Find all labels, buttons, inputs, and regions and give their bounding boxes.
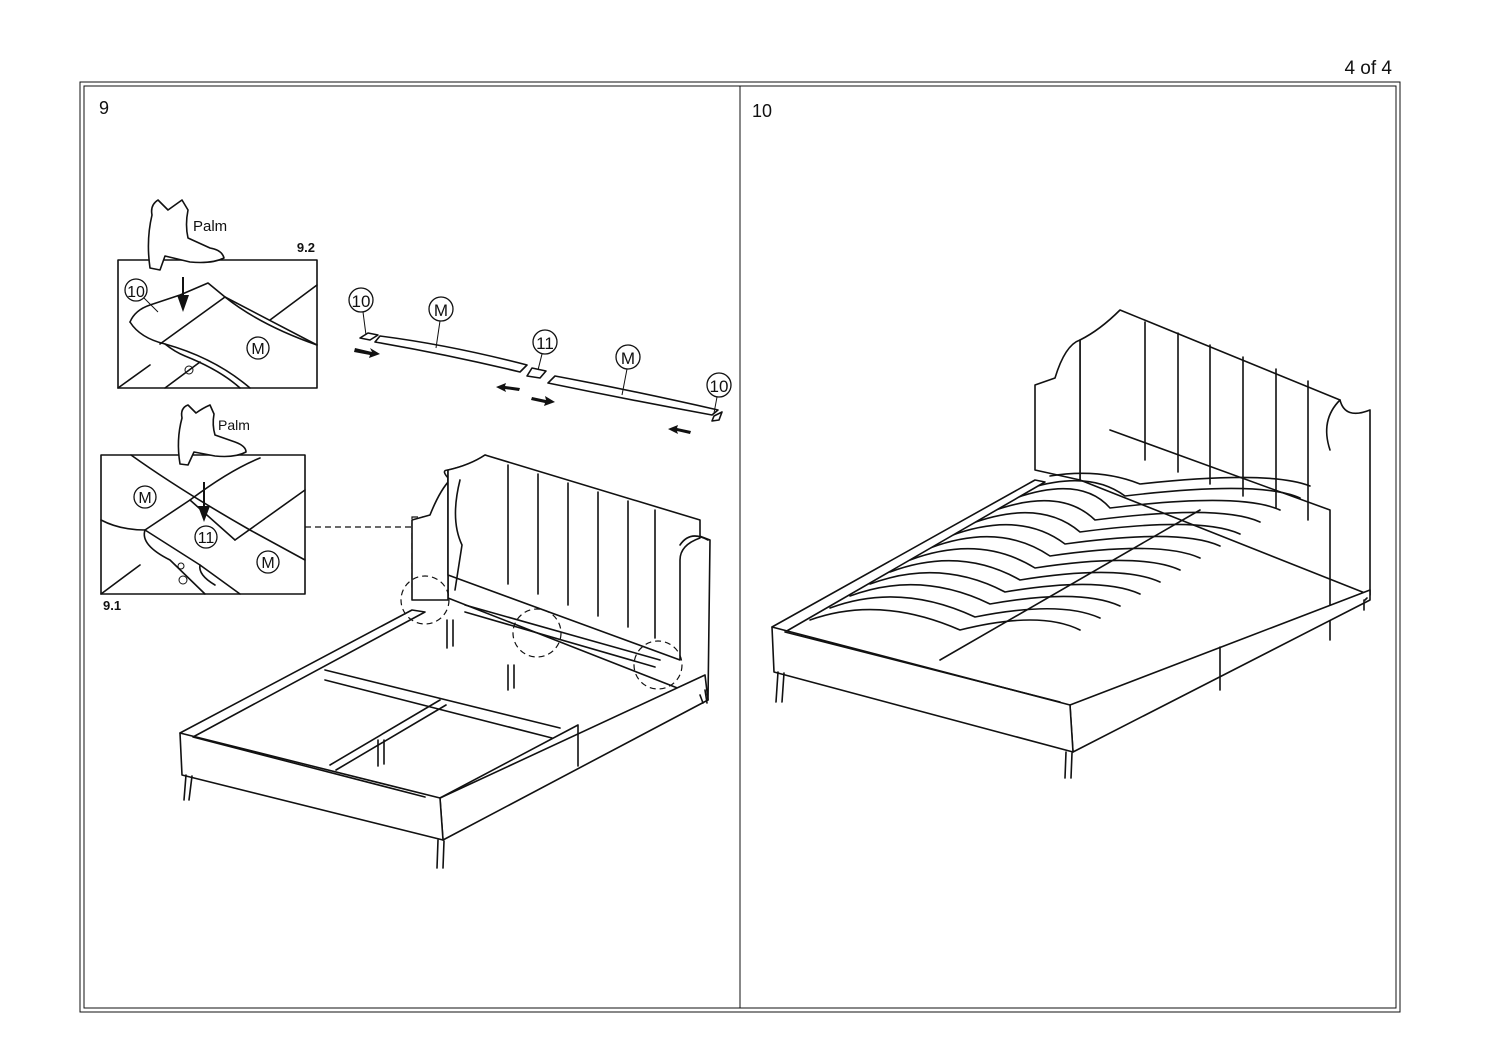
arrow-left-icon [668, 425, 691, 434]
part-label-m: M [434, 301, 448, 320]
outer-frame [79, 81, 1401, 1013]
bed-slats [809, 472, 1311, 661]
bed-frame-without-slats [179, 454, 711, 869]
detail-circle-marker [512, 608, 562, 658]
down-arrow-icon [198, 482, 210, 522]
inset-label: 9.2 [297, 240, 315, 255]
part-label-m: M [138, 490, 151, 507]
step-10-number: 10 [752, 101, 772, 121]
part-label-m: M [621, 349, 635, 368]
inset-9-2: 10 M 9.2 Palm [117, 199, 318, 389]
part-label-11: 11 [536, 334, 554, 353]
arrow-right-icon [354, 348, 380, 358]
step-9-number: 9 [99, 98, 109, 118]
part-label-m: M [251, 341, 264, 358]
inset-9-1: M 11 M 9.1 Palm [100, 404, 429, 613]
hand-label: Palm [193, 218, 227, 235]
hand-palm-icon [177, 404, 247, 466]
slat-exploded-diagram: 10 M 11 M 10 [348, 287, 732, 434]
inset-label: 9.1 [103, 598, 121, 613]
part-label-10: 10 [352, 292, 371, 311]
part-label-10: 10 [127, 284, 145, 301]
part-label-m: M [261, 555, 274, 572]
down-arrow-icon [177, 277, 189, 312]
hand-label: Palm [218, 417, 250, 433]
arrow-right-icon [531, 396, 555, 406]
bed-frame-with-slats [771, 309, 1371, 779]
part-label-10: 10 [710, 377, 729, 396]
hand-palm-icon [147, 199, 225, 271]
arrow-left-icon [496, 383, 520, 392]
page-number: 4 of 4 [1344, 58, 1392, 79]
detail-circle-marker [633, 640, 683, 690]
part-label-11: 11 [198, 530, 215, 547]
detail-circle-marker [400, 575, 450, 625]
